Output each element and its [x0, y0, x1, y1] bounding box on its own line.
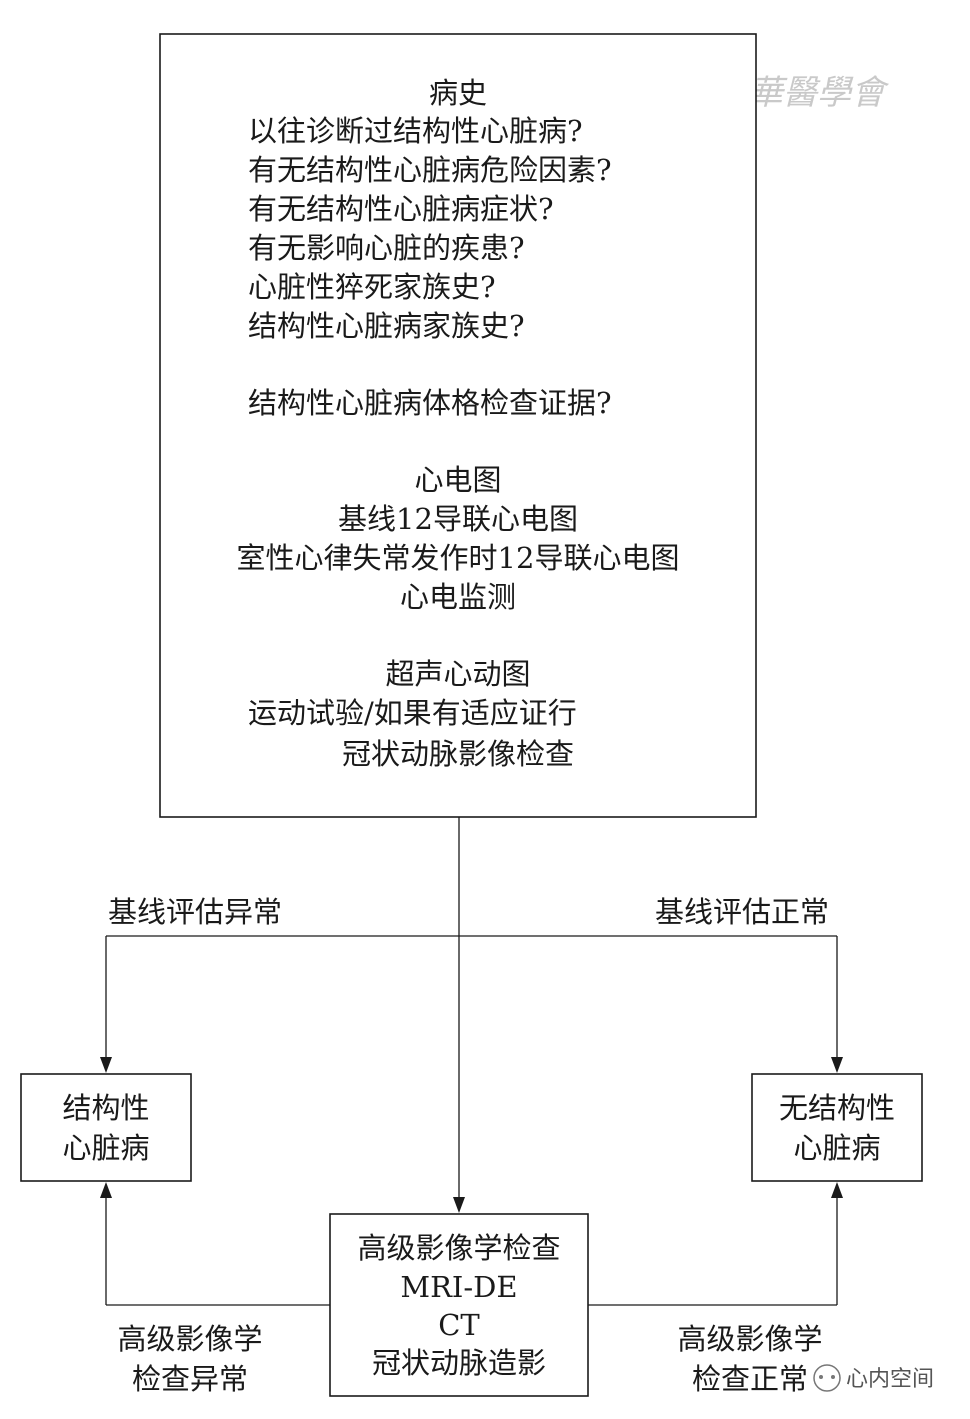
arrow-up-to-structural-box: [100, 1182, 112, 1198]
advanced-imaging-box: [329, 1213, 589, 1397]
history-exam-text: 病史 以往诊断过结构性心脏病? 有无结构性心脏病危险因素? 有无结构性心脏病症状…: [237, 76, 680, 771]
main-line-symptoms: 有无结构性心脏病症状?: [248, 192, 554, 226]
main-line-risk-factors: 有无结构性心脏病危险因素?: [248, 153, 612, 187]
structural-heart-disease-box: [20, 1073, 192, 1182]
structural-box-line2: 心脏病: [62, 1131, 149, 1165]
main-line-episode-ecg: 室性心律失常发作时12导联心电图: [237, 541, 680, 575]
imaging-box-line3: CT: [438, 1308, 480, 1342]
main-line-history: 病史: [429, 76, 487, 110]
wechat-icon: [813, 1364, 841, 1392]
label-imaging-normal-line1: 高级影像学: [677, 1322, 822, 1356]
main-line-cardiac-conditions: 有无影响心脏的疾患?: [248, 231, 525, 265]
imaging-box-line2: MRI-DE: [400, 1270, 517, 1304]
label-imaging-abnormal-line2: 检查异常: [132, 1362, 248, 1396]
no-structural-heart-disease-box: [751, 1073, 923, 1182]
no-structural-box-line2: 心脏病: [793, 1131, 880, 1165]
wechat-account-name: 心内空间: [846, 1367, 934, 1392]
main-line-shd-family-history: 结构性心脏病家族史?: [248, 309, 525, 343]
structural-box-line1: 结构性: [62, 1091, 149, 1125]
imaging-box-line4: 冠状动脉造影: [372, 1346, 546, 1380]
main-line-ecg: 心电图: [414, 463, 501, 497]
label-imaging-abnormal-line1: 高级影像学: [117, 1322, 262, 1356]
arrow-to-imaging-box: [453, 1197, 465, 1213]
label-baseline-abnormal: 基线评估异常: [108, 895, 282, 929]
main-line-prior-diagnosis: 以往诊断过结构性心脏病?: [248, 114, 583, 148]
main-line-physical-exam: 结构性心脏病体格检查证据?: [248, 386, 612, 420]
main-line-echo: 超声心动图: [385, 657, 530, 691]
main-line-ecg-monitoring: 心电监测: [400, 580, 516, 614]
history-exam-box: [159, 33, 757, 818]
arrow-to-structural-box: [100, 1057, 112, 1073]
main-line-exercise-test: 运动试验/如果有适应证行: [248, 696, 577, 730]
label-baseline-normal: 基线评估正常: [655, 895, 829, 929]
main-line-coronary-imaging: 冠状动脉影像检查: [342, 737, 574, 771]
connectors: [100, 817, 843, 1306]
no-structural-box-line1: 无结构性: [779, 1091, 895, 1125]
arrow-up-to-no-structural-box: [831, 1182, 843, 1198]
main-line-scd-family-history: 心脏性猝死家族史?: [248, 270, 496, 304]
main-line-baseline-ecg: 基线12导联心电图: [338, 502, 578, 536]
label-imaging-normal-line2: 检查正常: [692, 1362, 808, 1396]
imaging-box-line1: 高级影像学检查: [357, 1231, 560, 1265]
arrow-to-no-structural-box: [831, 1057, 843, 1073]
